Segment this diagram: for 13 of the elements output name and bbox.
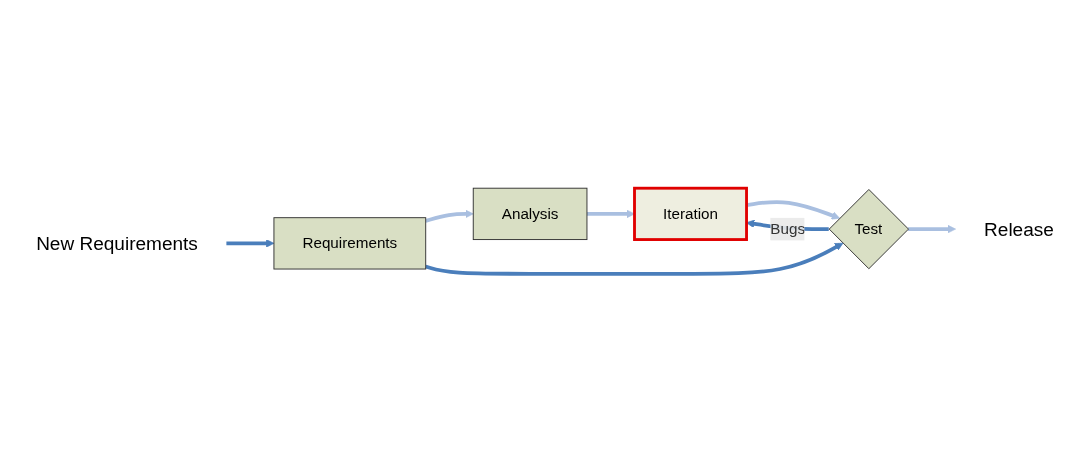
node-text: New Requirements: [36, 232, 198, 254]
arrow: [425, 209, 474, 223]
edge-label: Bugs: [770, 220, 805, 237]
arrow: [746, 200, 840, 220]
node-box: Iteration: [633, 186, 748, 241]
node-text: Release: [984, 218, 1054, 240]
node-box: Requirements: [273, 217, 427, 270]
arrow: [908, 224, 956, 234]
arrow: [226, 239, 275, 248]
arrow: [425, 242, 844, 276]
node-diamond: Test: [828, 189, 909, 270]
node-box: Analysis: [472, 187, 588, 241]
arrow: [586, 209, 635, 219]
